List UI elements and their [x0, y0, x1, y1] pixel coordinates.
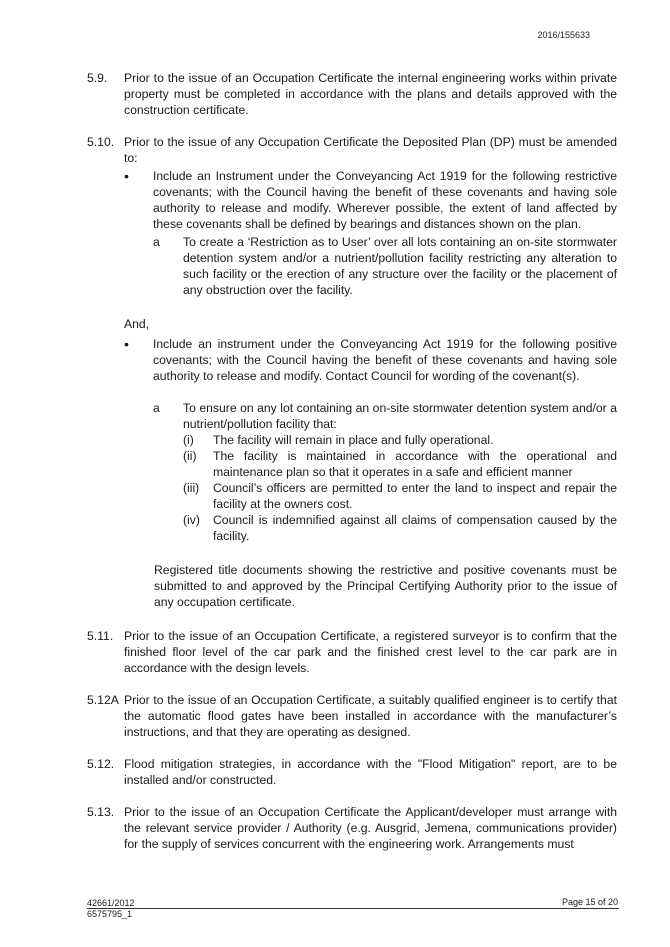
footer-divider: [87, 908, 619, 909]
sub-item-content: To ensure on any lot containing an on-si…: [183, 400, 617, 544]
roman-marker: (iii): [183, 481, 200, 495]
clause-text: Prior to the issue of an Occupation Cert…: [124, 805, 617, 851]
bullet-content: Include an Instrument under the Conveyan…: [153, 168, 617, 298]
sub-item-marker: a: [153, 235, 160, 249]
clause-5-13: 5.13. Prior to the issue of an Occupatio…: [87, 804, 617, 852]
sub-item-text: To ensure on any lot containing an on-si…: [183, 401, 617, 431]
roman-item: (ii) The facility is maintained in accor…: [183, 448, 617, 480]
page-number: Page 15 of 20: [561, 897, 618, 907]
clause-number: 5.10.: [87, 135, 115, 149]
document-reference: 2016/155633: [537, 30, 590, 40]
bullet-icon: •: [124, 168, 129, 184]
sub-item-a: a To ensure on any lot containing an on-…: [153, 400, 617, 544]
clause-text: Prior to the issue of an Occupation Cert…: [124, 71, 617, 117]
clause-number: 5.9.: [87, 71, 108, 85]
clause-5-12a: 5.12A Prior to the issue of an Occupatio…: [87, 692, 617, 740]
sub-item-a: a To create a ‘Restriction as to User’ o…: [153, 234, 617, 298]
roman-marker: (iv): [183, 513, 200, 527]
document-body: 5.9. Prior to the issue of an Occupation…: [87, 70, 617, 868]
clause-text: Prior to the issue of an Occupation Cert…: [124, 629, 617, 675]
footer-references: 42661/2012 6575795_1: [87, 898, 135, 920]
sub-item-text: To create a ‘Restriction as to User’ ove…: [183, 235, 617, 297]
roman-text: Council’s officers are permitted to ente…: [213, 481, 617, 511]
roman-marker: (ii): [183, 449, 197, 463]
clause-text: Prior to the issue of an Occupation Cert…: [124, 693, 617, 739]
clause-number: 5.13.: [87, 805, 115, 819]
clause-5-10: 5.10. Prior to the issue of any Occupati…: [87, 134, 617, 610]
bullet-text: Include an Instrument under the Conveyan…: [153, 169, 617, 231]
roman-item: (iv) Council is indemnified against all …: [183, 512, 617, 544]
roman-marker: (i): [183, 433, 194, 447]
bullet-content: Include an instrument under the Conveyan…: [153, 336, 617, 544]
footer-ref-file: 42661/2012: [87, 898, 135, 908]
bullet-text: Include an instrument under the Conveyan…: [153, 337, 617, 383]
clause-text: Flood mitigation strategies, in accordan…: [124, 757, 617, 787]
clause-intro: Prior to the issue of any Occupation Cer…: [124, 135, 617, 165]
registered-title-paragraph: Registered title documents showing the r…: [154, 563, 617, 609]
roman-text: The facility will remain in place and fu…: [213, 433, 494, 447]
roman-text: The facility is maintained in accordance…: [213, 449, 617, 479]
clause-5-11: 5.11. Prior to the issue of an Occupatio…: [87, 628, 617, 676]
clause-content: Prior to the issue of any Occupation Cer…: [124, 134, 617, 610]
clause-number: 5.12.: [87, 757, 115, 771]
bullet-restrictive-covenant: • Include an Instrument under the Convey…: [124, 168, 617, 298]
bullet-icon: •: [124, 336, 129, 352]
roman-item: (i) The facility will remain in place an…: [183, 432, 617, 448]
clause-5-9: 5.9. Prior to the issue of an Occupation…: [87, 70, 617, 118]
roman-item: (iii) Council’s officers are permitted t…: [183, 480, 617, 512]
bullet-positive-covenant: • Include an instrument under the Convey…: [124, 336, 617, 544]
clause-number: 5.12A: [87, 693, 119, 707]
clause-5-12: 5.12. Flood mitigation strategies, in ac…: [87, 756, 617, 788]
sub-item-marker: a: [153, 401, 160, 415]
roman-text: Council is indemnified against all claim…: [213, 513, 617, 543]
clause-number: 5.11.: [87, 629, 114, 643]
and-connector: And,: [124, 317, 150, 331]
footer-ref-doc: 6575795_1: [87, 909, 133, 919]
